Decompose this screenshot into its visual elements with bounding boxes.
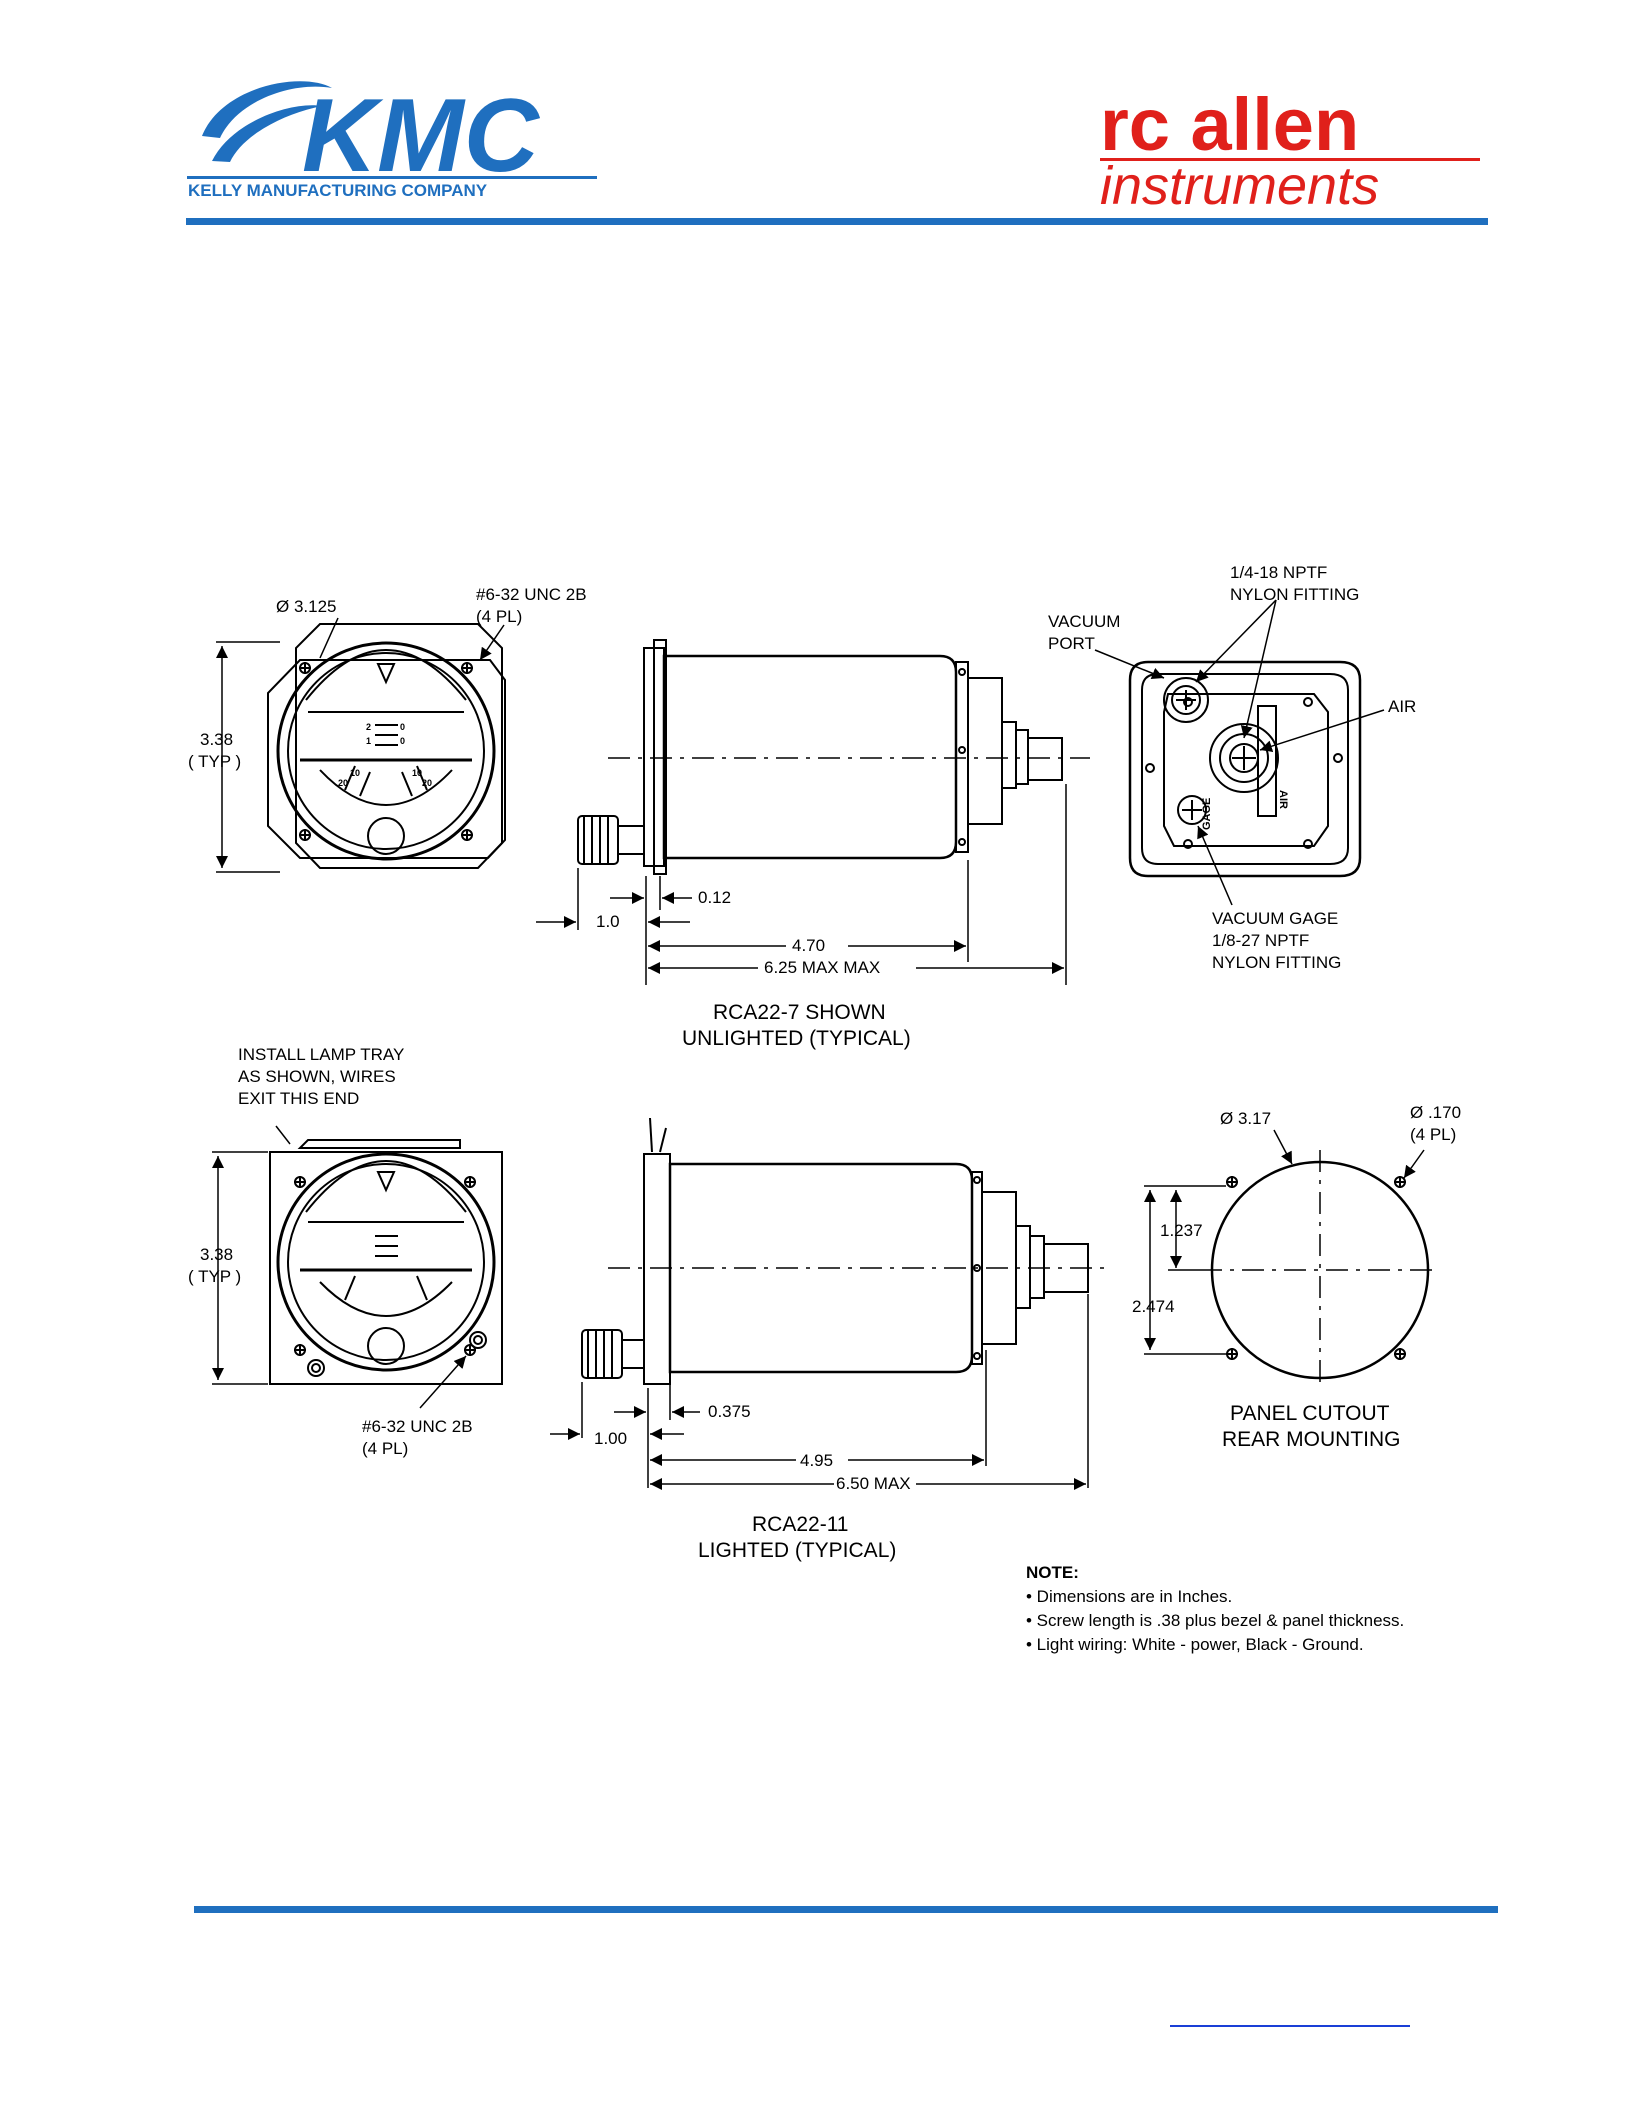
dim-0-375: 0.375	[708, 1402, 751, 1421]
footer-divider	[194, 1906, 1498, 1913]
caption-rca22-7: RCA22-7 SHOWN	[713, 1001, 886, 1024]
dim-0-12: 0.12	[698, 888, 731, 907]
notes-title: NOTE:	[1026, 1563, 1079, 1582]
scale-tick-label: 2	[366, 722, 371, 732]
header-divider	[186, 218, 1488, 225]
dim-6-50: 6.50 MAX	[836, 1474, 911, 1493]
lamp-note-line3: EXIT THIS END	[238, 1089, 359, 1108]
dim-2-474: 2.474	[1132, 1297, 1175, 1316]
dim-1-237: 1.237	[1160, 1221, 1203, 1240]
dim-6-25: 6.25 MAX MAX	[764, 958, 880, 977]
rear-fitting-type: NYLON FITTING	[1230, 585, 1359, 604]
caption-unlighted: UNLIGHTED (TYPICAL)	[682, 1027, 911, 1050]
rear-fitting-label: 1/4-18 NPTF	[1230, 563, 1327, 582]
scale-tick-label: 1	[366, 736, 371, 746]
kmc-swoosh-2	[212, 105, 322, 162]
top-front-height-label: 3.38	[200, 730, 233, 749]
scale-tick-label: 20	[338, 778, 348, 788]
top-front-view	[267, 623, 506, 869]
rc-allen-logo-line2: instruments	[1100, 156, 1379, 212]
kmc-logo-subtitle: KELLY MANUFACTURING COMPANY	[188, 181, 488, 200]
dim-1-0: 1.0	[596, 912, 620, 931]
rc-allen-logo-line1: rc allen	[1100, 92, 1359, 166]
caption-rca22-11: RCA22-11	[752, 1513, 849, 1536]
note-item: • Screw length is .38 plus bezel & panel…	[1026, 1611, 1404, 1630]
note-item: • Light wiring: White - power, Black - G…	[1026, 1635, 1364, 1654]
bottom-front-view	[269, 1139, 503, 1385]
top-front-height-typ: ( TYP )	[188, 752, 241, 771]
scale-tick-label: 0	[400, 722, 405, 732]
kmc-logo-text: KMC	[302, 78, 541, 194]
rear-gage-label: VACUUM GAGE	[1212, 909, 1338, 928]
rear-gage-fitting: NYLON FITTING	[1212, 953, 1341, 972]
rear-view	[1128, 660, 1362, 878]
bottom-side-view	[581, 1117, 1089, 1385]
rear-gage-marking: GAGE	[1201, 798, 1213, 830]
dim-4-70: 4.70	[792, 936, 825, 955]
kmc-swoosh	[202, 81, 332, 138]
scale-tick-label: 10	[350, 768, 360, 778]
dim-4-95: 4.95	[800, 1451, 833, 1470]
panel-cutout-view	[1200, 1150, 1440, 1390]
rear-gage-thread: 1/8-27 NPTF	[1212, 931, 1309, 950]
rear-air-marking: AIR	[1277, 790, 1289, 809]
note-item: • Dimensions are in Inches.	[1026, 1587, 1232, 1606]
caption-lighted: LIGHTED (TYPICAL)	[698, 1539, 896, 1562]
rear-port-label: PORT	[1048, 634, 1095, 653]
cutout-hole-label: Ø .170	[1410, 1103, 1461, 1122]
lamp-note-line1: INSTALL LAMP TRAY	[238, 1045, 404, 1064]
scale-tick-label: 20	[422, 778, 432, 788]
top-front-screw-label: #6-32 UNC 2B	[476, 585, 587, 604]
scale-tick-label: 0	[400, 736, 405, 746]
dim-1-00: 1.00	[594, 1429, 627, 1448]
lamp-note-line2: AS SHOWN, WIRES	[238, 1067, 396, 1086]
bottom-front-height-typ: ( TYP )	[188, 1267, 241, 1286]
top-front-diameter-label: Ø 3.125	[276, 597, 337, 616]
caption-rear-mounting: REAR MOUNTING	[1222, 1428, 1401, 1451]
bottom-front-screw-qty: (4 PL)	[362, 1439, 408, 1458]
bottom-front-height-label: 3.38	[200, 1245, 233, 1264]
kmc-logo: KMC KELLY MANUFACTURING COMPANY	[187, 78, 597, 200]
rc-allen-logo: rc allen instruments	[1100, 92, 1480, 212]
caption-panel-cutout: PANEL CUTOUT	[1230, 1402, 1390, 1425]
cutout-hole-qty: (4 PL)	[1410, 1125, 1456, 1144]
scale-tick-label: 10	[412, 768, 422, 778]
rear-air-label: AIR	[1388, 697, 1416, 716]
cutout-diameter-label: Ø 3.17	[1220, 1109, 1271, 1128]
footer-link[interactable]	[1170, 2025, 1410, 2027]
bottom-front-screw-label: #6-32 UNC 2B	[362, 1417, 473, 1436]
top-front-screw-qty: (4 PL)	[476, 607, 522, 626]
rear-vacuum-label: VACUUM	[1048, 612, 1120, 631]
top-side-view	[577, 639, 1063, 875]
